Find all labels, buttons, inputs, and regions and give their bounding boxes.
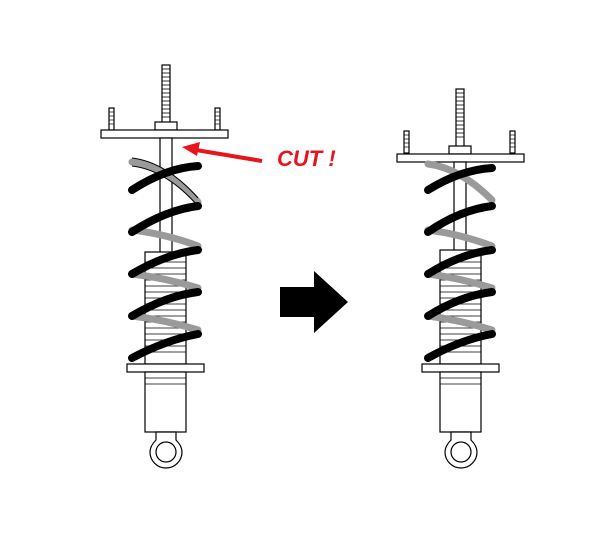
mount-stud-right bbox=[509, 130, 516, 154]
bottom-eyelet bbox=[149, 431, 183, 469]
bottom-eyelet bbox=[444, 431, 478, 469]
top-threaded-rod bbox=[161, 64, 171, 126]
cut-label: CUT ! bbox=[277, 146, 336, 171]
shock-absorber-before bbox=[100, 64, 229, 469]
mount-stud-right bbox=[214, 107, 221, 131]
top-threaded-rod-short bbox=[455, 88, 465, 149]
top-nut bbox=[448, 145, 472, 155]
mount-stud-left bbox=[108, 107, 115, 131]
lower-body bbox=[439, 371, 482, 433]
top-nut bbox=[154, 121, 178, 131]
coil-spring-front bbox=[128, 162, 202, 362]
top-mount-plate bbox=[100, 129, 229, 139]
red-pointer-arrowhead bbox=[182, 142, 200, 156]
coil-spring-front bbox=[424, 164, 496, 362]
shock-absorber-after bbox=[396, 88, 525, 469]
lower-body bbox=[144, 371, 187, 433]
mount-stud-left bbox=[403, 130, 410, 154]
lower-spring-seat bbox=[126, 363, 205, 373]
lower-spring-seat bbox=[421, 363, 500, 373]
red-pointer-arrow-icon bbox=[195, 148, 263, 163]
right-arrow-icon bbox=[280, 271, 348, 333]
top-mount-plate bbox=[396, 153, 525, 163]
cut-annotation: CUT ! bbox=[182, 142, 336, 171]
